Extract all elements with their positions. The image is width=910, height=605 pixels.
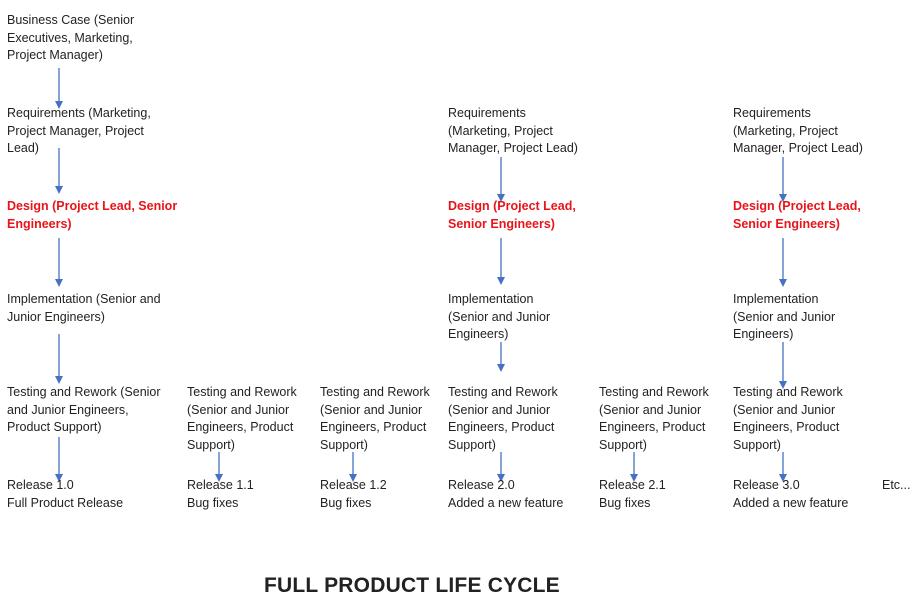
implementation-node-2: Implementation (Senior and Junior Engine… [448,292,551,341]
release-node-1-2: Release 1.2 Bug fixes [320,478,387,510]
implementation-node-3: Implementation (Senior and Junior Engine… [733,292,836,341]
testing-node-1: Testing and Rework (Senior and Junior En… [7,385,161,434]
requirements-node-1: Requirements (Marketing, Project Manager… [7,106,151,155]
etc-label: Etc... [882,478,910,492]
testing-node-2-1: Testing and Rework (Senior and Junior En… [599,385,709,452]
requirements-node-2: Requirements (Marketing, Project Manager… [448,106,578,155]
design-node-3: Design (Project Lead, Senior Engineers) [733,199,861,231]
business-case-node: Business Case (Senior Executives, Market… [7,13,135,62]
requirements-node-3: Requirements (Marketing, Project Manager… [733,106,863,155]
release-node-2-1: Release 2.1 Bug fixes [599,478,666,510]
testing-node-3: Testing and Rework (Senior and Junior En… [733,385,843,452]
implementation-node-1: Implementation (Senior and Junior Engine… [7,292,161,324]
release-node-1-1: Release 1.1 Bug fixes [187,478,254,510]
release-node-1-0: Release 1.0 Full Product Release [7,478,124,510]
testing-node-1-1: Testing and Rework (Senior and Junior En… [187,385,297,452]
design-node-2: Design (Project Lead, Senior Engineers) [448,199,576,231]
release-node-3-0: Release 3.0 Added a new feature [733,478,849,510]
testing-node-2: Testing and Rework (Senior and Junior En… [448,385,558,452]
testing-node-1-2: Testing and Rework (Senior and Junior En… [320,385,430,452]
release-node-2-0: Release 2.0 Added a new feature [448,478,564,510]
design-node-1: Design (Project Lead, Senior Engineers) [7,199,178,231]
diagram-title: FULL PRODUCT LIFE CYCLE [264,574,560,597]
